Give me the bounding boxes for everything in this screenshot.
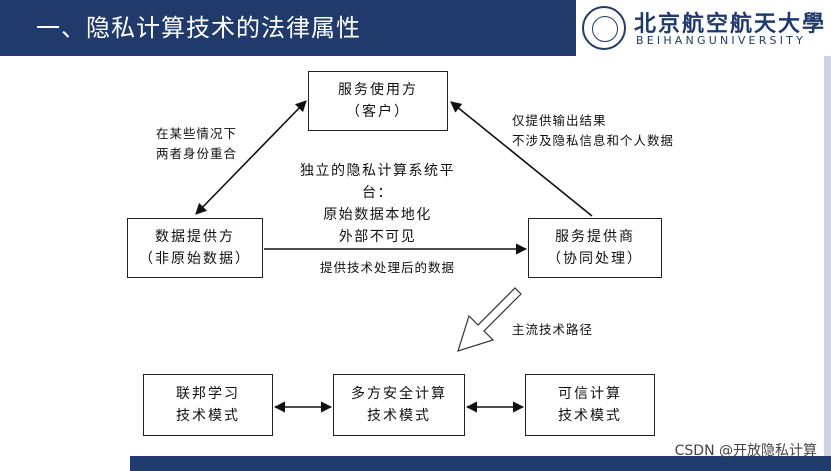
- box-mpc-line1: 多方安全计算: [351, 386, 447, 402]
- box-service-user-line2: （客户）: [346, 104, 410, 120]
- box-data-provider-line2: （非原始数据）: [139, 251, 251, 267]
- note-identity-overlap: 在某些情况下 两者身份重合: [156, 124, 237, 164]
- box-trusted-line2: 技术模式: [558, 408, 622, 424]
- box-service-user: 服务使用方 （客户）: [308, 71, 448, 131]
- note-output-line2: 不涉及隐私信息和个人数据: [512, 133, 675, 148]
- title-bar: 一、隐私计算技术的法律属性: [0, 0, 576, 56]
- slide-header: 一、隐私计算技术的法律属性 北京航空航天大學 BEIHANGUNIVERSITY: [0, 0, 831, 56]
- university-logo: 北京航空航天大學 BEIHANGUNIVERSITY: [582, 6, 824, 50]
- box-federated-learning: 联邦学习 技术模式: [143, 374, 273, 436]
- university-seal-icon: [582, 6, 626, 50]
- box-service-provider: 服务提供商 （协同处理）: [528, 218, 662, 278]
- note-mainstream-path: 主流技术路径: [512, 322, 594, 337]
- box-trusted-computing: 可信计算 技术模式: [525, 374, 655, 436]
- box-federated-line1: 联邦学习: [176, 386, 240, 402]
- box-mpc-line2: 技术模式: [367, 408, 431, 424]
- box-data-provider-line1: 数据提供方: [155, 229, 235, 245]
- slide-title: 一、隐私计算技术的法律属性: [36, 14, 361, 42]
- box-federated-line2: 技术模式: [176, 408, 240, 424]
- box-service-user-line1: 服务使用方: [338, 82, 418, 98]
- note-output-line1: 仅提供输出结果: [512, 113, 607, 128]
- footer-bar: [130, 456, 831, 471]
- note-identity-line2: 两者身份重合: [156, 146, 238, 161]
- arrow-provider-to-user: [450, 101, 593, 217]
- footer-watermark: CSDN @开放隐私计算: [674, 443, 817, 459]
- hollow-arrow-mainstream: [457, 287, 522, 352]
- note-platform-line3: 外部不可见: [338, 229, 417, 245]
- box-service-provider-line2: （协同处理）: [547, 251, 643, 267]
- box-service-provider-line1: 服务提供商: [555, 229, 635, 245]
- arrow-user-data-provider: [195, 100, 307, 215]
- note-output-only: 仅提供输出结果 不涉及隐私信息和个人数据: [512, 111, 674, 151]
- logo-english-name: BEIHANGUNIVERSITY: [636, 34, 806, 47]
- box-mpc: 多方安全计算 技术模式: [333, 374, 465, 436]
- note-processed-data: 提供技术处理后的数据: [320, 260, 456, 275]
- box-data-provider: 数据提供方 （非原始数据）: [127, 218, 263, 278]
- note-platform: 独立的隐私计算系统平台： 原始数据本地化 外部不可见: [290, 160, 465, 248]
- note-identity-line1: 在某些情况下: [156, 126, 238, 141]
- note-platform-line1: 独立的隐私计算系统平台：: [300, 163, 455, 201]
- note-platform-line2: 原始数据本地化: [323, 207, 432, 223]
- box-trusted-line1: 可信计算: [558, 386, 622, 402]
- logo-chinese-name: 北京航空航天大學: [634, 11, 827, 37]
- slide-edge: [824, 56, 831, 456]
